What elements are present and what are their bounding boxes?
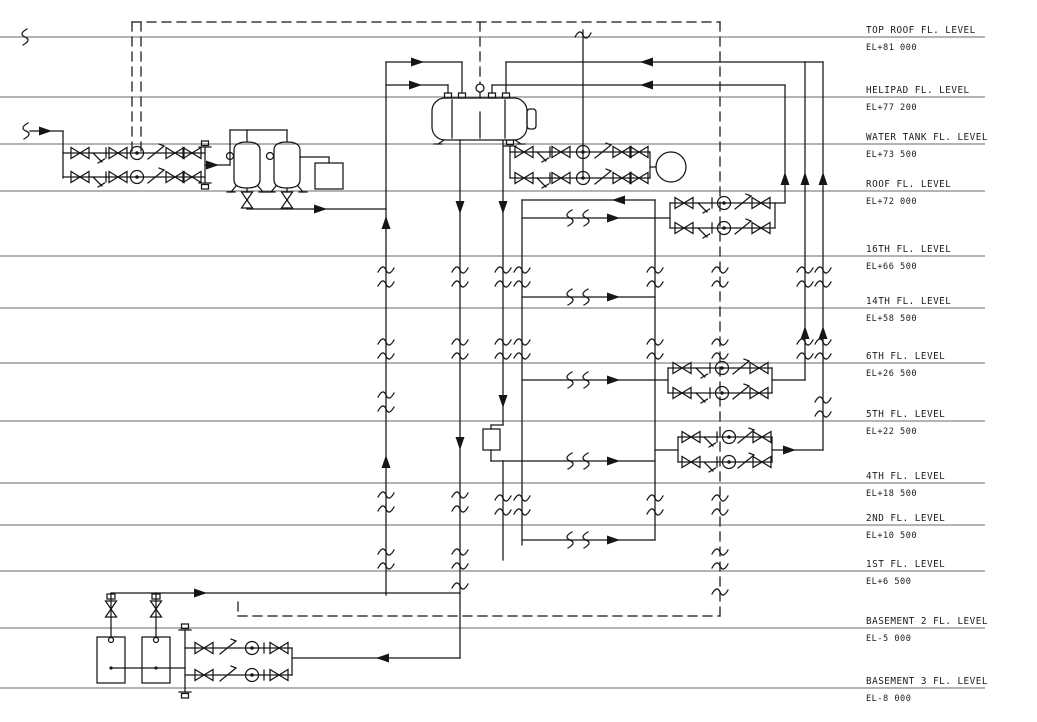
riser-downfeed-a: [451, 139, 469, 659]
floor-level: 2ND FL. LEVEL EL+10 500: [0, 513, 985, 541]
elevation-label: EL+10 500: [866, 531, 917, 541]
floor-label: BASEMENT 2 FL. LEVEL: [866, 616, 988, 627]
prv-station-roof: [669, 193, 786, 239]
floor-branch-lines: [502, 195, 671, 549]
floor-level: WATER TANK FL. LEVEL EL+73 500: [0, 132, 988, 160]
riser-tank-feed-left: [377, 61, 395, 596]
riser-downfeed-b: [482, 139, 512, 561]
floor-label: TOP ROOF FL. LEVEL: [866, 25, 976, 36]
floor-level: HELIPAD FL. LEVEL EL+77 200: [0, 85, 985, 113]
transfer-pump-set-basement: [178, 623, 461, 699]
floor-label: 6TH FL. LEVEL: [866, 351, 945, 362]
riser-return-c: [814, 61, 832, 451]
floor-label: 5TH FL. LEVEL: [866, 409, 945, 420]
elevation-label: EL+81 000: [866, 43, 917, 53]
floor-label: 2ND FL. LEVEL: [866, 513, 945, 524]
elevation-label: EL+18 500: [866, 489, 917, 499]
floor-label: ROOF FL. LEVEL: [866, 179, 951, 190]
floor-label: WATER TANK FL. LEVEL: [866, 132, 988, 143]
elevation-label: EL+58 500: [866, 314, 917, 324]
city-inlet-line: [22, 122, 64, 179]
floor-label: 14TH FL. LEVEL: [866, 296, 951, 307]
chemical-tank: [314, 162, 344, 190]
elevation-label: EL+77 200: [866, 103, 917, 113]
floor-level: 6TH FL. LEVEL EL+26 500: [0, 351, 985, 379]
elevation-label: EL+73 500: [866, 150, 917, 160]
elevation-label: EL+26 500: [866, 369, 917, 379]
prv-station-6th: [667, 358, 806, 404]
piping-layer: [21, 21, 832, 699]
elevation-label: EL+66 500: [866, 262, 917, 272]
line-break-marks: [21, 28, 29, 46]
elevation-label: EL+22 500: [866, 427, 917, 437]
floor-label: BASEMENT 3 FL. LEVEL: [866, 676, 988, 687]
elevation-label: EL-8 000: [866, 694, 911, 704]
riser-distribution: [513, 199, 531, 546]
pump-set-water-tank-left: [62, 129, 288, 190]
floor-level: 16TH FL. LEVEL EL+66 500: [0, 244, 985, 272]
elevation-label: EL-5 000: [866, 634, 911, 644]
booster-pump-set: [503, 139, 687, 189]
floor-label: 16TH FL. LEVEL: [866, 244, 951, 255]
prv-box-icon: [482, 428, 501, 451]
floor-level: BASEMENT 3 FL. LEVEL EL-8 000: [0, 676, 988, 704]
dashed-control-lines: [131, 21, 729, 617]
floor-label: 4TH FL. LEVEL: [866, 471, 945, 482]
floor-level: 4TH FL. LEVEL EL+18 500: [0, 471, 985, 499]
prv-station-5th: [677, 427, 824, 473]
floor-level: BASEMENT 2 FL. LEVEL EL-5 000: [0, 616, 988, 644]
elevation-label: EL+6 500: [866, 577, 911, 587]
floor-level: TOP ROOF FL. LEVEL EL+81 000: [0, 25, 985, 53]
pressure-vessel-icon: [655, 151, 687, 183]
elevated-water-tank: [385, 57, 824, 145]
floor-level: 5TH FL. LEVEL EL+22 500: [0, 409, 985, 437]
floor-level: 1ST FL. LEVEL EL+6 500: [0, 559, 985, 587]
filter-vessels: [225, 129, 387, 214]
floor-level: 14TH FL. LEVEL EL+58 500: [0, 296, 985, 324]
tank-float-valves: [104, 582, 469, 638]
riser-return-a: [780, 84, 790, 204]
floor-level: ROOF FL. LEVEL EL+72 000: [0, 179, 985, 207]
riser-return-b: [796, 61, 814, 381]
header-prv-feed: [646, 199, 679, 541]
floor-label: HELIPAD FL. LEVEL: [866, 85, 970, 96]
elevation-label: EL+72 000: [866, 197, 917, 207]
basement-storage-tanks: [96, 636, 186, 684]
floor-label: 1ST FL. LEVEL: [866, 559, 945, 570]
